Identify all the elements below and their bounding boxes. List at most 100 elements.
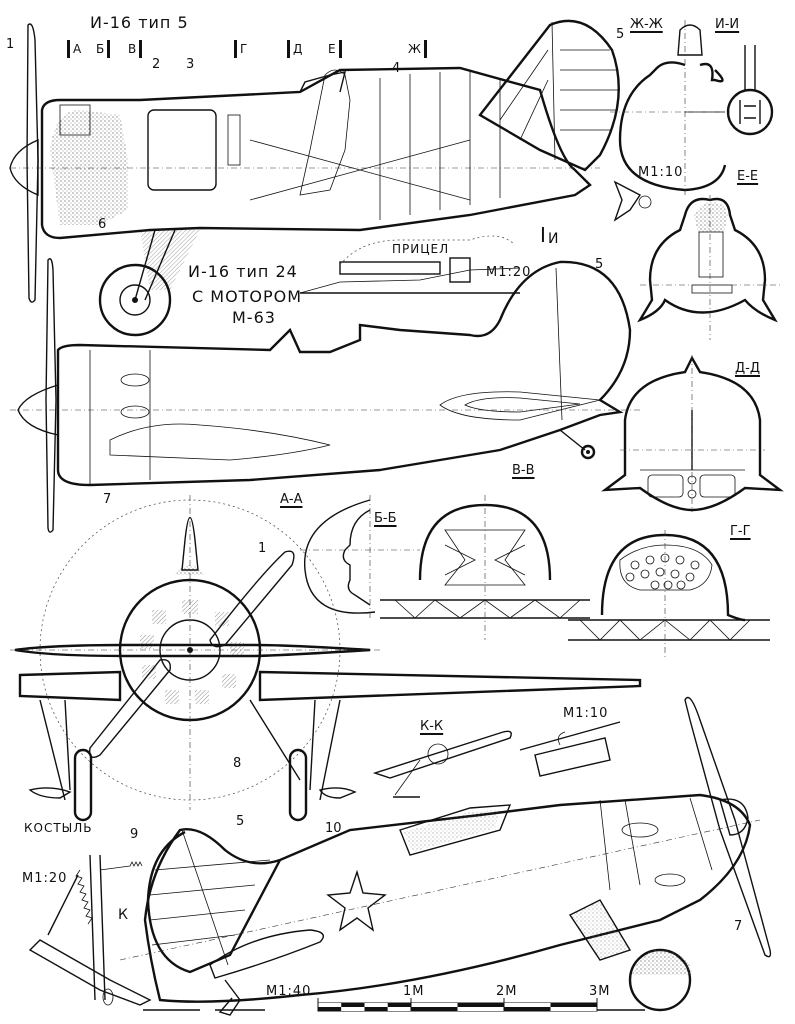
scale-main: М1:40 <box>266 984 312 999</box>
section-i-i <box>726 45 774 136</box>
section-label-v-v: В-В <box>512 463 535 478</box>
perspective-stabilizer <box>209 929 324 979</box>
front-view <box>10 495 642 822</box>
callout-7-perspective: 7 <box>734 919 743 934</box>
instrument-dials <box>625 553 700 590</box>
scale-bar-segment-bottom <box>457 1007 504 1011</box>
scale-bar-segment-top <box>364 1003 388 1007</box>
type5-propeller <box>26 23 39 303</box>
section-label-i-i: И-И <box>715 17 740 32</box>
section-label-b-b: Б-Б <box>374 511 397 526</box>
section-label-d-d: Д-Д <box>735 361 761 376</box>
type24-fuselage <box>56 260 632 487</box>
scale-tick-2m: 2М <box>496 984 518 999</box>
scale-bar <box>317 998 598 1012</box>
gunsight-mount <box>449 257 471 283</box>
front-fin <box>181 516 199 571</box>
scale-tick-1m: 1М <box>403 984 425 999</box>
type5-instrument-panel <box>227 114 241 166</box>
type5-pilot <box>299 69 351 196</box>
tailskid-spring <box>47 874 79 936</box>
callout-5-perspective: 5 <box>236 814 245 829</box>
section-marker-i: I <box>540 223 547 247</box>
perspective-tail-fin <box>146 830 282 974</box>
type5-spinner <box>9 138 39 197</box>
type5-fuselage <box>40 66 592 240</box>
callout-5-type24: 5 <box>595 257 604 272</box>
type24-wing-root-fairing <box>109 423 331 461</box>
section-label-zh-zh: Ж-Ж <box>630 17 663 32</box>
gunsight-label: ПРИЦЕЛ <box>392 242 450 256</box>
section-label-g-g: Г-Г <box>730 524 751 539</box>
section-label-a-a: А-А <box>280 492 303 507</box>
perspective-view <box>102 696 772 1016</box>
station-a: А <box>67 40 81 58</box>
perspective-spinner <box>719 798 749 836</box>
scale-bar-segment-top <box>550 1003 597 1007</box>
scale-bar-segment-bottom <box>341 1007 365 1011</box>
callout-5-tail: 5 <box>616 27 625 42</box>
section-a-a <box>300 495 420 620</box>
callout-1-front: 1 <box>258 541 267 556</box>
station-d: Д <box>287 40 302 58</box>
section-arrow-k: К <box>118 907 128 923</box>
tailskid-label: КОСТЫЛЬ <box>24 821 93 835</box>
type5-side-view <box>9 19 652 337</box>
type5-engine <box>50 110 128 225</box>
title-type5: И-16 тип 5 <box>90 13 189 32</box>
scale-bar-segment-top <box>341 1003 365 1007</box>
front-wing-lower <box>18 670 122 702</box>
type5-main-gear <box>98 229 200 337</box>
section-b-b-v-v <box>380 495 590 640</box>
callout-3: 3 <box>186 57 195 72</box>
scale-bar-segment-top <box>504 1003 551 1007</box>
front-propeller-blade-upper <box>209 550 295 648</box>
red-star-insignia <box>326 869 387 932</box>
engine-cylinders <box>140 600 244 704</box>
scale-bar-segment-bottom <box>364 1007 388 1011</box>
scale-tick-3m: 3М <box>589 984 611 999</box>
scale-bar-segment-top <box>387 1003 411 1007</box>
scale-bar-segment-bottom <box>318 1007 342 1011</box>
scale-bar-segment-bottom <box>411 1007 458 1011</box>
callout-2: 2 <box>152 57 161 72</box>
scale-tail-detail: М1:10 <box>638 165 684 180</box>
station-e: Е <box>328 40 342 58</box>
g-g-wing-spar <box>568 619 770 641</box>
section-g-g <box>568 530 770 660</box>
scale-bar-segment-bottom <box>387 1007 411 1011</box>
tailskid-detail <box>28 854 152 1006</box>
type5-cylinder <box>59 104 91 136</box>
station-v: В <box>128 40 143 58</box>
perspective-canopy <box>399 804 512 856</box>
front-wing-right <box>258 670 642 702</box>
type24-tail-wheel <box>580 444 596 460</box>
subtitle-engine-m63: М-63 <box>232 308 276 327</box>
type5-fuel-tank <box>147 109 217 191</box>
callout-4: 4 <box>392 61 401 76</box>
scale-gunsight: М1:20 <box>486 265 532 280</box>
callout-9: 9 <box>130 827 139 842</box>
subtitle-type24: И-16 тип 24 <box>188 262 298 281</box>
station-g: Г <box>234 40 247 58</box>
subtitle-motor: С МОТОРОМ <box>192 287 303 306</box>
type24-stabilizer <box>439 391 601 421</box>
gunsight-tube <box>339 261 441 275</box>
type5-tail-fin <box>478 19 620 172</box>
callout-8: 8 <box>233 756 242 771</box>
scale-bar-segment-top <box>318 1003 342 1007</box>
perspective-propeller <box>684 696 772 958</box>
type5-tail-skid-hub <box>638 195 652 209</box>
type24-spinner <box>17 384 59 436</box>
gunsight-detail <box>299 235 521 294</box>
section-arrow-i: И <box>548 231 559 247</box>
type5-tail-skid-detail <box>613 180 642 222</box>
section-d-d <box>601 355 784 512</box>
callout-6: 6 <box>98 217 107 232</box>
scale-bar-segment-bottom <box>550 1007 597 1011</box>
ski-detail-m1-10 <box>519 721 621 777</box>
type5-wheel <box>98 263 172 337</box>
front-landing-gear <box>28 699 357 822</box>
station-zh: Ж <box>408 40 427 58</box>
